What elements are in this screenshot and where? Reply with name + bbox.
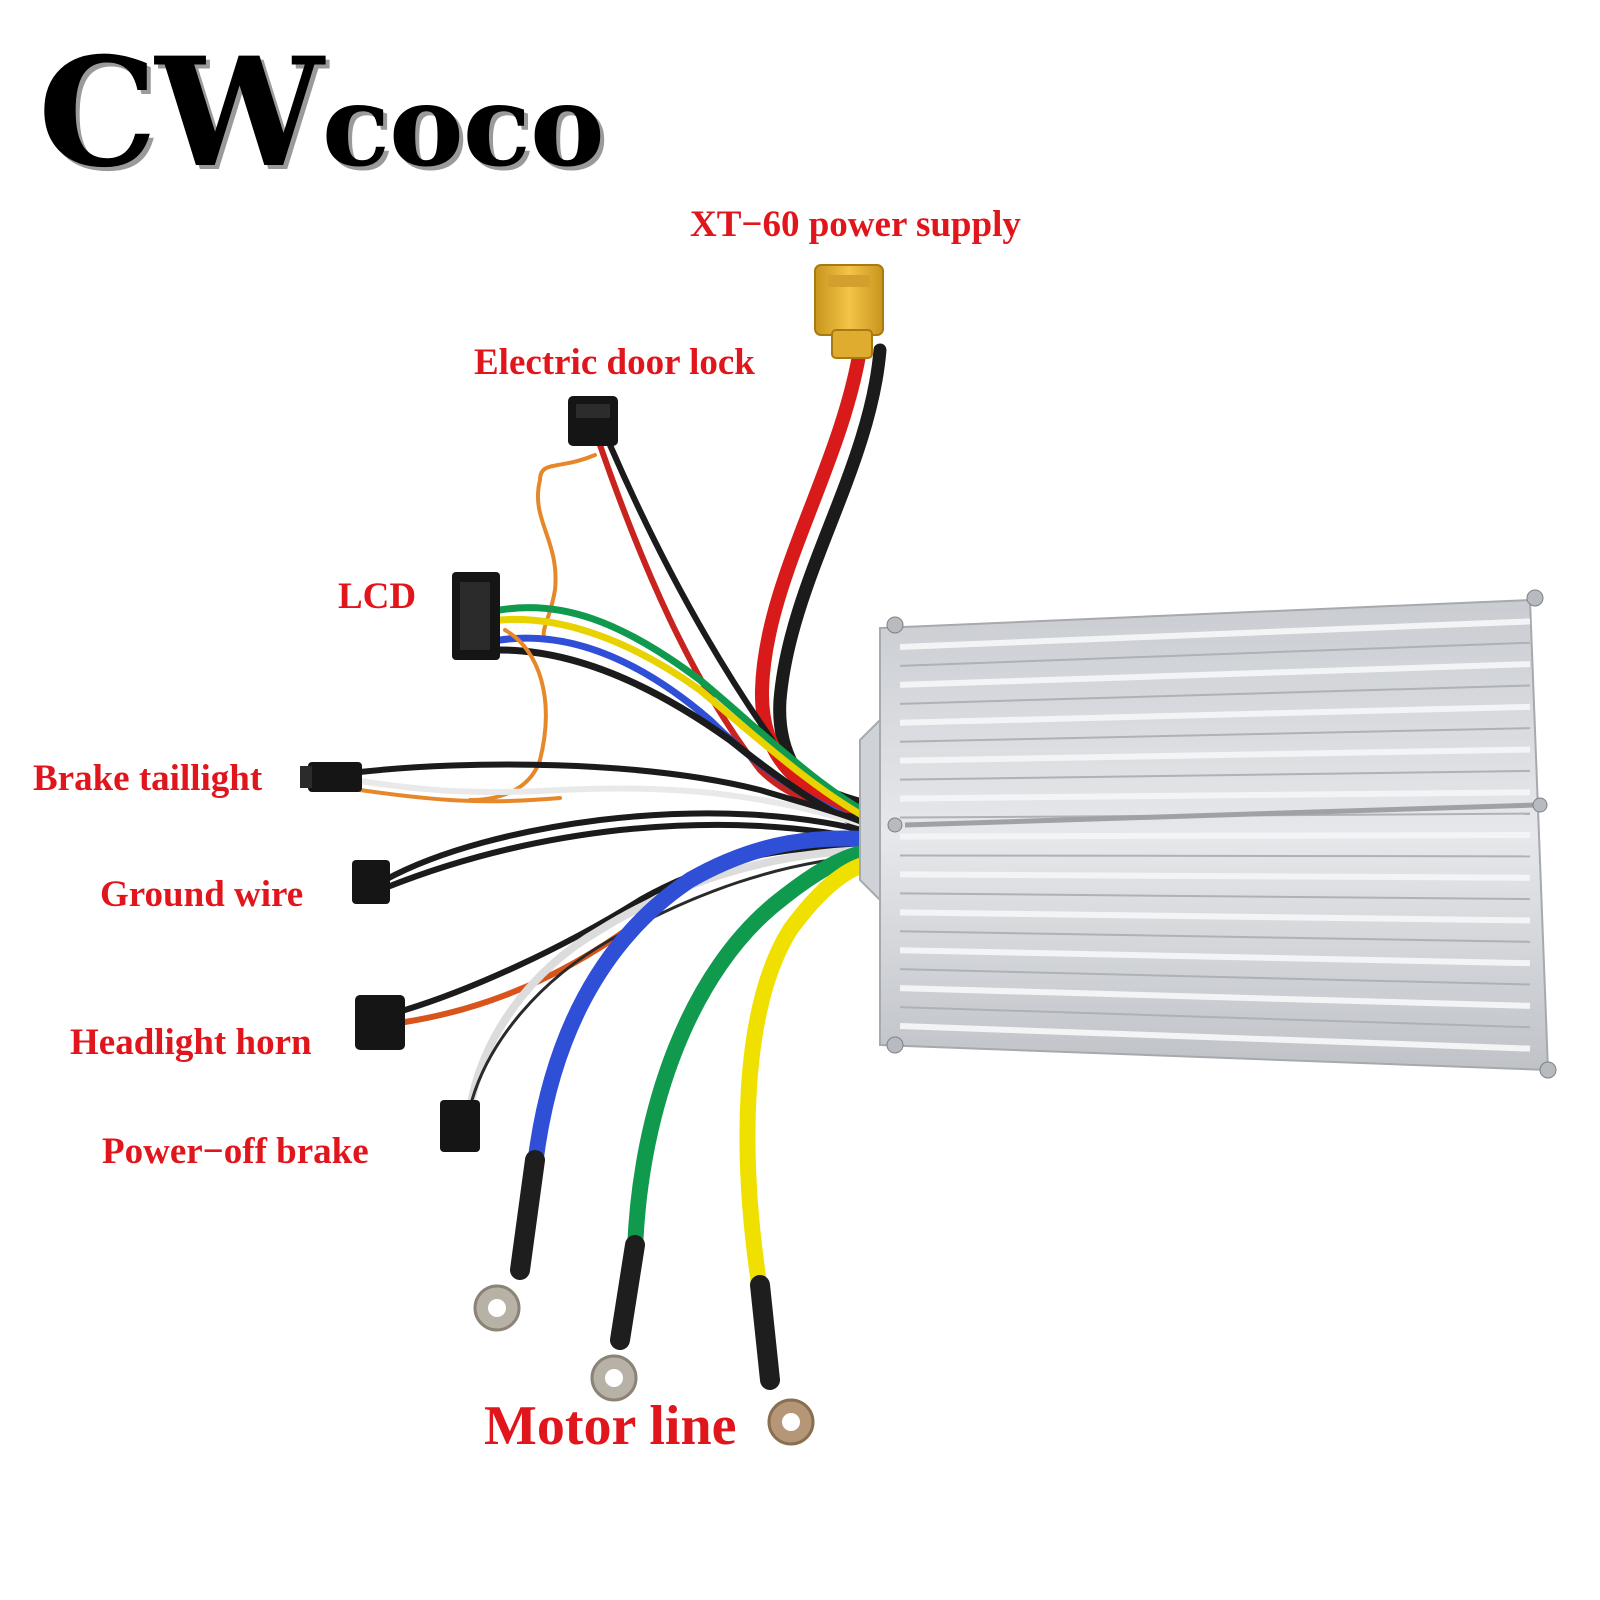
- ground-wire-connector: [352, 860, 390, 904]
- housing-fin: [899, 832, 1531, 840]
- lcd-wire-green: [496, 604, 884, 824]
- motor-yellow-sleeve: [750, 1275, 780, 1390]
- brand-logo: CWcoco: [38, 38, 605, 188]
- housing-fin: [899, 909, 1531, 924]
- housing-fin: [899, 871, 1531, 881]
- motor-green-ring-hole: [605, 1369, 623, 1387]
- housing-fin: [899, 641, 1531, 667]
- housing-fin: [899, 947, 1531, 967]
- taillight-wire-white: [357, 778, 883, 833]
- housing-fin: [899, 968, 1531, 986]
- motor-wire-blue: [527, 830, 888, 1173]
- housing-fin: [899, 684, 1531, 705]
- housing-fin: [899, 746, 1531, 764]
- motor-green-sleeve: [610, 1235, 645, 1350]
- housing-fin: [899, 618, 1531, 650]
- power-wire-red: [754, 343, 887, 817]
- headlight-horn-connector: [355, 995, 405, 1050]
- housing-fin: [899, 769, 1531, 781]
- label-ground-wire: Ground wire: [100, 874, 304, 915]
- housing-fin: [899, 854, 1531, 858]
- housing-fin: [899, 1023, 1531, 1052]
- housing-fin: [899, 661, 1531, 688]
- controller-housing: [859, 589, 1557, 1079]
- brake-taillight-connector: [300, 762, 362, 792]
- lcd-wire-orange: [468, 628, 548, 802]
- brand-logo-coco: coco: [321, 61, 605, 192]
- power-off-brake-connector: [440, 1100, 480, 1152]
- screw-bottom-right: [1539, 1061, 1557, 1079]
- motor-blue-ring-hole: [488, 1299, 506, 1317]
- ground-wire-black-2: [382, 821, 883, 891]
- motor-blue-sleeve: [510, 1150, 545, 1280]
- screw-top-right: [1526, 589, 1544, 607]
- screw-bottom-left: [886, 1036, 904, 1054]
- label-power-off-brake: Power−off brake: [102, 1131, 369, 1172]
- housing-fin: [899, 703, 1531, 726]
- door-lock-wire-orange: [535, 453, 597, 642]
- xt60-connector: [814, 264, 884, 359]
- housing-fin: [899, 892, 1531, 901]
- door-lock-connector: [568, 396, 618, 446]
- label-brake-taillight: Brake taillight: [33, 758, 263, 799]
- screw-top-left: [886, 616, 904, 634]
- label-xt60-power-supply: XT−60 power supply: [690, 204, 1021, 245]
- taillight-wire-black: [357, 761, 883, 833]
- brand-logo-cw: CW: [38, 25, 324, 201]
- housing-fin: [899, 985, 1531, 1009]
- taillight-wire-orange: [358, 788, 562, 804]
- power-off-brake-wire-black: [470, 853, 882, 1102]
- screw-mid-right: [1532, 797, 1548, 813]
- lcd-wire-yellow: [496, 615, 884, 829]
- housing-fins: [899, 618, 1531, 1052]
- screw-mid-left: [887, 817, 903, 833]
- motor-wire-green: [627, 843, 888, 1258]
- lcd-connector: [452, 572, 500, 660]
- motor-wire-yellow: [739, 854, 888, 1298]
- housing-fin: [899, 1006, 1531, 1029]
- housing-fin: [899, 930, 1531, 943]
- motor-yellow-ring-hole: [782, 1413, 800, 1431]
- motor-terminals: [473, 1150, 815, 1446]
- ground-wire-black: [382, 810, 883, 883]
- label-motor-line: Motor line: [484, 1395, 737, 1457]
- door-lock-wire-red: [597, 442, 873, 815]
- lcd-wire-blue: [496, 634, 884, 834]
- label-headlight-horn: Headlight horn: [70, 1022, 312, 1063]
- label-electric-door-lock: Electric door lock: [474, 342, 755, 383]
- wire-harness: [357, 343, 888, 1298]
- label-lcd: LCD: [338, 576, 417, 617]
- housing-fin: [899, 727, 1531, 743]
- housing-fin: [899, 789, 1531, 802]
- power-off-brake-wire-white: [466, 846, 884, 1114]
